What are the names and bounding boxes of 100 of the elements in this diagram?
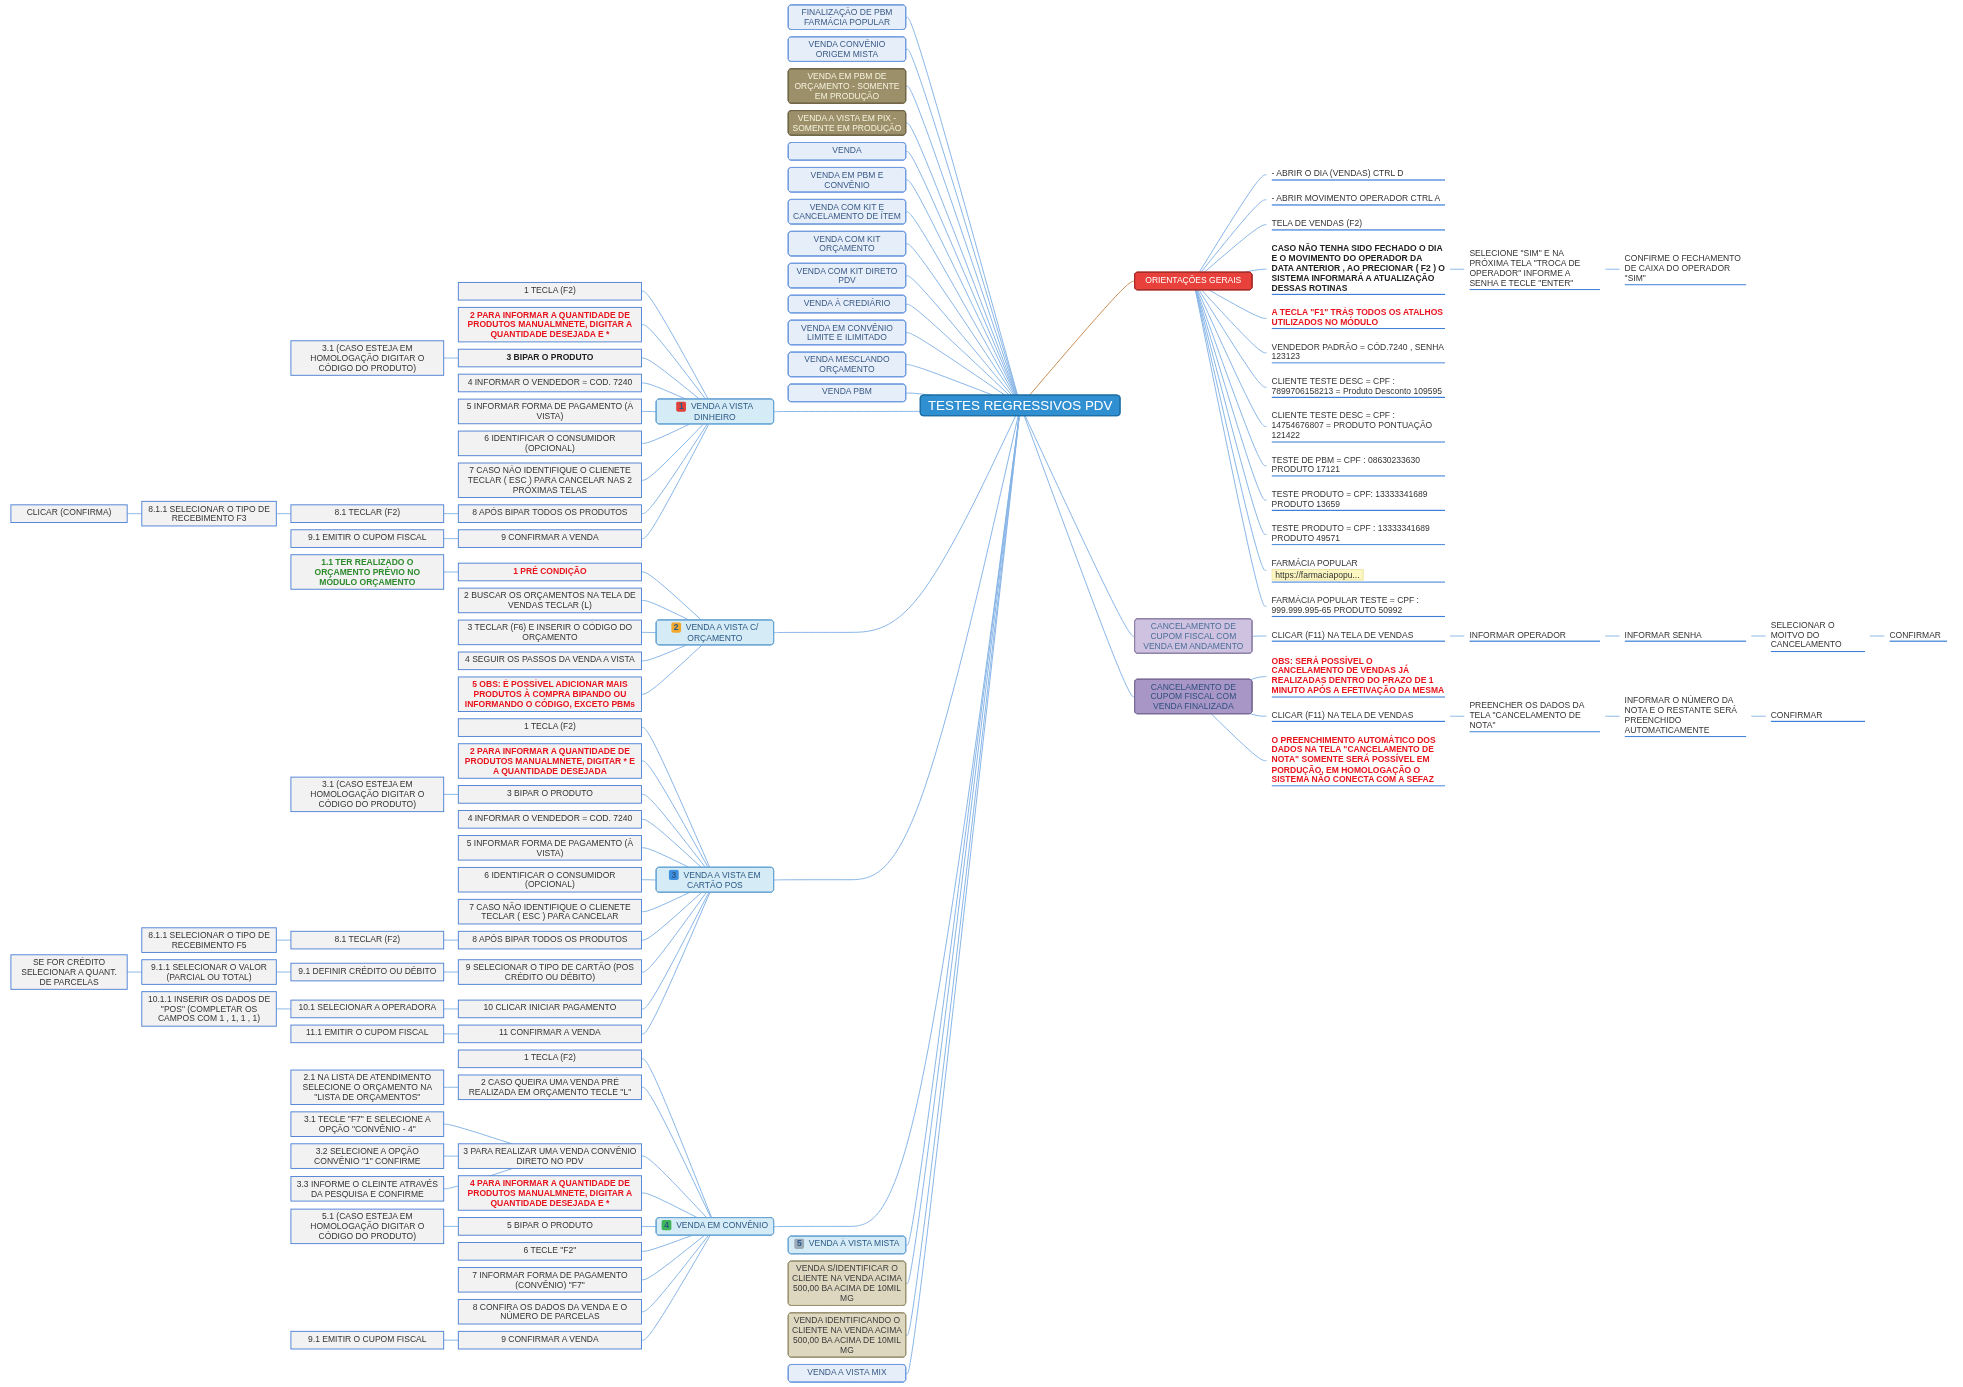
node-text: INFORMAR SENHA	[1624, 629, 1702, 640]
node-box: 5 INFORMAR FORMA DE PAGAMENTO (À VISTA)	[457, 398, 642, 425]
node-text: TESTE DE PBM = CPF : 08630233630 PRODUTO 17121	[1271, 454, 1421, 475]
connector	[443, 357, 459, 359]
node-box: 10.1 SELECIONAR A OPERADORA	[290, 999, 445, 1019]
connector	[126, 971, 143, 973]
node-text: CONFIRMAR	[1889, 629, 1941, 640]
connector	[1869, 635, 1885, 637]
node-box: 3.1 (CASO ESTEJA EM HOMOLOGAÇÃO DIGITAR O CÓDIGO DO PRODUTO)	[290, 776, 445, 813]
connector	[443, 571, 459, 573]
node-box: 3 PARA REALIZAR UMA VENDA CONVÊNIO DIRETO NO PDV	[457, 1143, 642, 1169]
node-text: - ABRIR MOVIMENTO OPERADOR CTRL A	[1271, 193, 1441, 204]
node-text: TESTE PRODUTO = CPF: 13333341689 PRODUTO 13659	[1271, 489, 1428, 509]
node-box: 8.1.1 SELECIONAR O TIPO DE RECEBIMENTO F3	[141, 500, 277, 527]
node-box: 8.1 TECLAR (F2)	[290, 930, 445, 950]
node-box: 9.1.1 SELECIONAR O VALOR (PARCIAL OU TOTAL)	[141, 959, 277, 985]
node-box: 3 BIPAR O PRODUTO	[457, 348, 642, 368]
connector	[641, 1058, 713, 1219]
node-box: 11.1 EMITIR O CUPOM FISCAL	[290, 1024, 445, 1044]
connector	[641, 357, 701, 400]
node-box: 6 IDENTIFICAR O CONSUMIDOR (OPCIONAL)	[457, 866, 642, 893]
node-box: 1 TECLA (F2)	[457, 281, 642, 301]
connector	[773, 415, 1020, 1228]
connector	[1200, 199, 1268, 273]
node-text: O PREENCHIMENTO AUTOMÁTICO DOS DADOS NA TELA "CANCELAMENTO DE NOTA" SOMENTE SERÁ POSSÍVEL EM PORDUÇÃO, EM HOMOLOGAÇÃO O SISTEMA NÃO CONECTA COM A SEFAZ	[1271, 734, 1436, 785]
connector	[641, 892, 690, 913]
node-text: CONFIRMAR	[1770, 709, 1823, 720]
connector	[1449, 635, 1465, 637]
node-box: 9.1 EMITIR O CUPOM FISCAL	[290, 1330, 445, 1350]
connector	[773, 415, 1019, 881]
node-text: CLICAR (F11) NA TELA DE VENDAS	[1271, 629, 1414, 640]
node-box: 6 TECLE "F2"	[457, 1242, 642, 1261]
node-box: 2 BUSCAR OS ORÇAMENTOS NA TELA DE VENDAS TECLAR (L)	[457, 587, 642, 614]
node-box: 11 CONFIRMAR A VENDA	[457, 1024, 642, 1044]
node-text: CONFIRME O FECHAMENTO DE CAIXA DO OPERADOR "SIM"	[1624, 253, 1741, 283]
connector	[641, 793, 706, 869]
node-box: 5 OBS: É POSSÍVEL ADICIONAR MAIS PRODUTOS À COMPRA BIPANDO OU INFORMANDO O CÓDIGO, EXCETO PBMs	[457, 676, 642, 712]
connector	[1210, 713, 1268, 762]
connector	[443, 1086, 459, 1088]
node-text: SELECIONAR O MOITVO DO CANCELAMENTO	[1770, 619, 1842, 650]
node-box: 7 INFORMAR FORMA DE PAGAMENTO (CONVÊNIO) "F7"	[457, 1267, 642, 1293]
connector	[443, 538, 459, 540]
connector	[641, 892, 711, 1035]
node-text: CLICAR (F11) NA TELA DE VENDAS	[1271, 709, 1414, 720]
node-box: 7 CASO NÃO IDENTIFIQUE O CLIENETE TECLAR ( ESC ) PARA CANCELAR NAS 2 PRÓXIMAS TELAS	[457, 462, 642, 498]
node-box: 1 PRÉ CONDIÇÃO	[457, 562, 642, 582]
node-box: 5.1 (CASO ESTEJA EM HOMOLOGAÇÃO DIGITAR O CÓDIGO DO PRODUTO)	[290, 1208, 445, 1245]
node-box: 9.1 DEFINIR CRÉDITO OU DÉBITO	[290, 962, 445, 982]
node-box: 9 SELECIONAR O TIPO DE CARTÃO (POS CRÉDITO OU DÉBITO)	[457, 959, 642, 985]
connector	[275, 513, 292, 515]
connector	[641, 571, 702, 621]
node-text: PREENCHER OS DADOS DA TELA "CANCELAMENTO DE NOTA"	[1469, 700, 1585, 730]
connector	[1197, 289, 1268, 427]
node-box: 6 IDENTIFICAR O CONSUMIDOR (OPCIONAL)	[457, 430, 642, 457]
connector	[443, 1033, 459, 1035]
connector	[1449, 715, 1465, 717]
connector	[1250, 676, 1268, 681]
connector	[1604, 635, 1621, 637]
node-text: INFORMAR O NÚMERO DA NOTA E O RESTANTE SERÁ PREENCHIDO AUTOMATICAMENTE	[1624, 695, 1737, 735]
connector	[1251, 635, 1268, 637]
connector	[773, 415, 1017, 634]
node-box: 3.3 INFORME O CLEINTE ATRAVÉS DA PESQUISA E CONFIRME	[290, 1176, 445, 1202]
node-text: VENDEDOR PADRÃO = CÓD.7240 , SENHA 123123	[1271, 341, 1445, 362]
connector	[1201, 289, 1268, 354]
connector	[641, 847, 690, 869]
connector	[905, 211, 1016, 396]
node-box: 2 CASO QUEIRA UMA VENDA PRÉ REALIZADA EM ORÇAMENTO TECLE "L"	[457, 1074, 642, 1101]
connector	[905, 303, 1011, 396]
connector	[1250, 713, 1268, 717]
connector	[641, 1235, 705, 1281]
connector	[905, 332, 1006, 396]
connector	[1449, 268, 1465, 270]
connector	[443, 939, 459, 941]
node-box: 4 INFORMAR O VENDEDOR = COD. 7240	[457, 810, 642, 829]
node-box: 2.1 NA LISTA DE ATENDIMENTO SELECIONE O ORÇAMENTO NA "LISTA DE ORÇAMENTOS"	[290, 1069, 445, 1105]
node-box: 4 PARA INFORMAR A QUANTIDADE DE PRODUTOS MANUALMNETE, DIGITAR A QUANTIDADE DESEJADA E *	[457, 1175, 642, 1211]
node-box: 9 CONFIRMAR A VENDA	[457, 529, 642, 548]
connector	[1196, 289, 1268, 467]
node-box: 8.1 TECLAR (F2)	[290, 504, 445, 523]
node-box: 3 TECLAR (F6) E INSERIR O CÓDIGO DO ORÇAMENTO	[457, 619, 642, 646]
connector	[1198, 174, 1268, 273]
node-box: 8 CONFIRA OS DADOS DA VENDA E O NÚMERO DE PARCELAS	[457, 1298, 642, 1325]
connector	[443, 793, 459, 795]
node-text: SELECIONE "SIM" E NA PRÓXIMA TELA "TROCA DE OPERADOR" INFORME A SENHA E TECLE "ENTER"	[1469, 248, 1581, 288]
connector	[641, 290, 709, 400]
node-box: 8 APÓS BIPAR TODOS OS PRODUTOS	[457, 930, 642, 950]
node-box: 9.1 EMITIR O CUPOM FISCAL	[290, 529, 445, 548]
node-box: 4 INFORMAR O VENDEDOR = COD. 7240	[457, 373, 642, 393]
connector	[641, 644, 687, 662]
connector	[443, 971, 459, 973]
connector	[641, 892, 710, 1010]
connector	[1028, 280, 1136, 396]
node-text: A TECLA "F1" TRÁS TODOS OS ATALHOS UTILIZADOS NO MÓDULO	[1271, 307, 1443, 327]
node-text: CLIENTE TESTE DESC = CPF : 14754676807 = PRODUTO PONTUAÇÃO 121422	[1271, 410, 1433, 440]
node-box: 9 CONFIRMAR A VENDA	[457, 1330, 642, 1350]
connector	[641, 423, 690, 444]
connector	[275, 939, 292, 941]
node-box: 3.1 TECLE "F7" E SELECIONE A OPÇÃO "CONVÊNIO - 4"	[290, 1111, 445, 1137]
node-box: 1 TECLA (F2)	[457, 718, 642, 737]
node-box: CLICAR (CONFIRMA)	[10, 504, 128, 523]
